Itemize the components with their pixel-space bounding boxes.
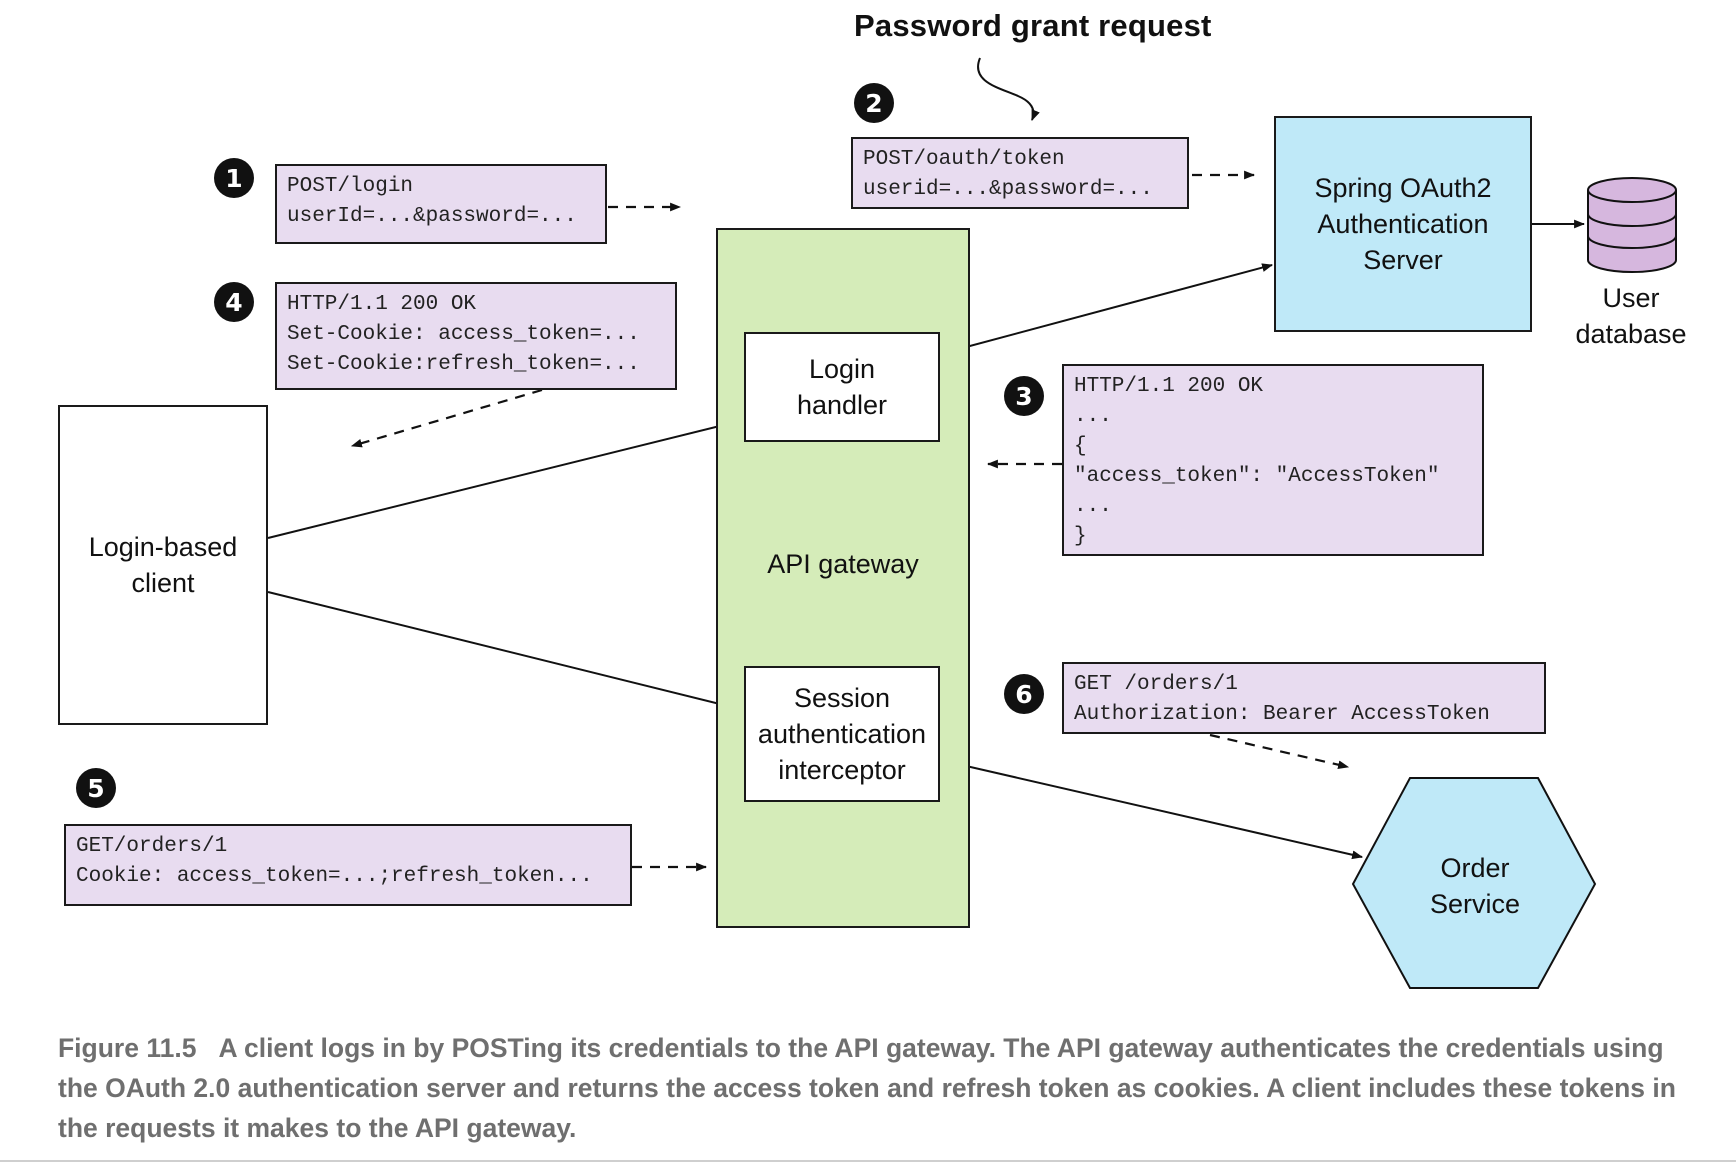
step-3-badge: 3	[1004, 376, 1044, 416]
auth-server-box	[1274, 116, 1532, 332]
login-handler-box	[744, 332, 940, 442]
user-database-label: User database	[1575, 283, 1687, 349]
step-1-badge: 1	[214, 158, 254, 198]
message-cookie-response: HTTP/1.1 200 OK Set-Cookie: access_token…	[275, 282, 677, 390]
order-service-hexagon	[1351, 777, 1597, 989]
title-pointer-arrow	[977, 57, 1040, 122]
message-bearer-request: GET /orders/1 Authorization: Bearer Acce…	[1062, 662, 1546, 734]
database-icon	[1587, 177, 1677, 273]
session-interceptor-box	[744, 666, 940, 802]
login-client-label: Login-based client	[88, 532, 238, 598]
step-4-badge: 4	[214, 282, 254, 322]
arrow-client-to-session-interceptor	[267, 591, 746, 712]
api-gateway-label: API gateway	[767, 549, 919, 579]
arrow-client-to-login-handler	[267, 418, 746, 539]
bottom-rule	[0, 1160, 1736, 1162]
auth-server-label: Spring OAuth2 Authentication Server	[1314, 173, 1492, 275]
step-6-badge: 6	[1004, 674, 1044, 714]
arrow-session-interceptor-to-order-service	[939, 759, 1364, 860]
dashed-arrow-cookie-response	[350, 388, 543, 448]
message-token-request: POST/oauth/token userid=...&password=...	[851, 137, 1189, 209]
dashed-arrow-bearer-request	[1209, 733, 1350, 770]
message-order-request: GET/orders/1 Cookie: access_token=...;re…	[64, 824, 632, 906]
step-2-badge: 2	[854, 83, 894, 123]
login-handler-label: Login handler	[796, 354, 888, 420]
step-5-badge: 5	[76, 768, 116, 808]
order-service-label: Order Service	[1429, 853, 1521, 919]
session-interceptor-label: Session authentication interceptor	[757, 683, 927, 785]
figure-caption-text: A client logs in by POSTing its credenti…	[58, 1033, 1676, 1143]
arrow-login-handler-to-auth-server	[939, 263, 1274, 355]
diagram-title: Password grant request	[854, 8, 1212, 43]
login-client-box	[58, 405, 268, 725]
figure-number: Figure 11.5	[58, 1033, 197, 1063]
message-login-request: POST/login userId=...&password=...	[275, 164, 607, 244]
message-token-response: HTTP/1.1 200 OK ... { "access_token": "A…	[1062, 364, 1484, 556]
